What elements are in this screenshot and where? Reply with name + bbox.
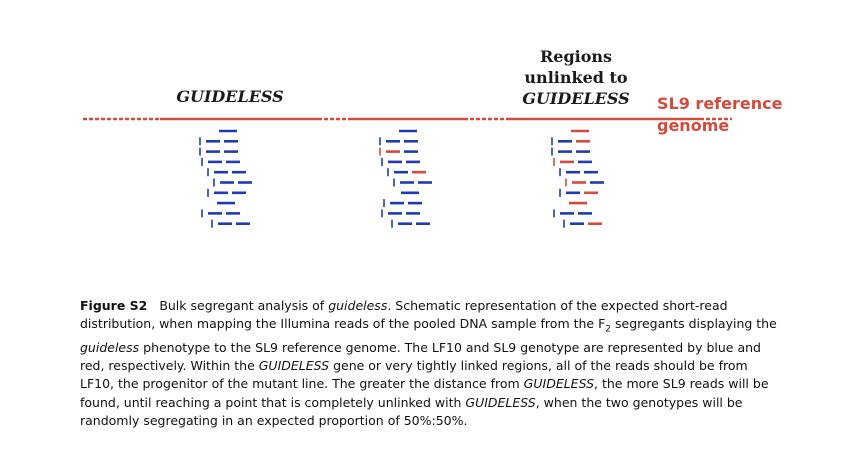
caption-segment: Bulk segregant analysis of xyxy=(159,298,329,313)
read-column-guideless xyxy=(199,129,252,228)
schematic-canvas xyxy=(83,117,732,228)
caption-segment: guideless xyxy=(80,339,140,355)
read-column-unlinked xyxy=(551,129,604,228)
caption-segment: , when the two genotypes will be randoml… xyxy=(80,394,743,428)
figure-caption: Figure S2 Bulk segregant analysis of gui… xyxy=(80,297,780,430)
caption-segment: GUIDELESS xyxy=(465,394,536,410)
caption-segment: . Schematic representation of the expect… xyxy=(80,298,728,332)
guideless-locus-label: GUIDELESS xyxy=(176,87,284,106)
caption-segment: segregants displaying the xyxy=(611,316,777,332)
reference-genome-label-line1: SL9 reference xyxy=(657,94,783,113)
reference-genome-label: SL9 reference genome xyxy=(657,93,797,137)
caption-segment: gene or very tightly linked regions, all… xyxy=(80,358,748,392)
unlinked-regions-label: Regions unlinked to GUIDELESS xyxy=(496,46,656,109)
caption-segment: phenotype to the SL9 reference genome. T… xyxy=(80,339,761,374)
reference-genome-label-line2: genome xyxy=(657,116,730,135)
caption-segment: 2 xyxy=(605,324,612,335)
bsa-schematic: GUIDELESS Regions unlinked to GUIDELESS … xyxy=(83,46,797,228)
caption-segment: , the more SL9 reads will be found, unti… xyxy=(80,376,769,410)
figure-number: Figure S2 xyxy=(80,298,148,313)
read-columns xyxy=(199,129,604,228)
unlinked-regions-label-line3: GUIDELESS xyxy=(522,89,630,108)
caption-text: Bulk segregant analysis of guideless. Sc… xyxy=(80,298,777,428)
caption-segment: GUIDELESS xyxy=(258,358,330,374)
unlinked-regions-label-line2: unlinked to xyxy=(524,68,628,87)
read-column-linked xyxy=(379,129,432,228)
caption-segment: guideless xyxy=(328,298,388,313)
caption-segment: GUIDELESS xyxy=(523,376,595,392)
unlinked-regions-label-line1: Regions xyxy=(539,47,613,66)
